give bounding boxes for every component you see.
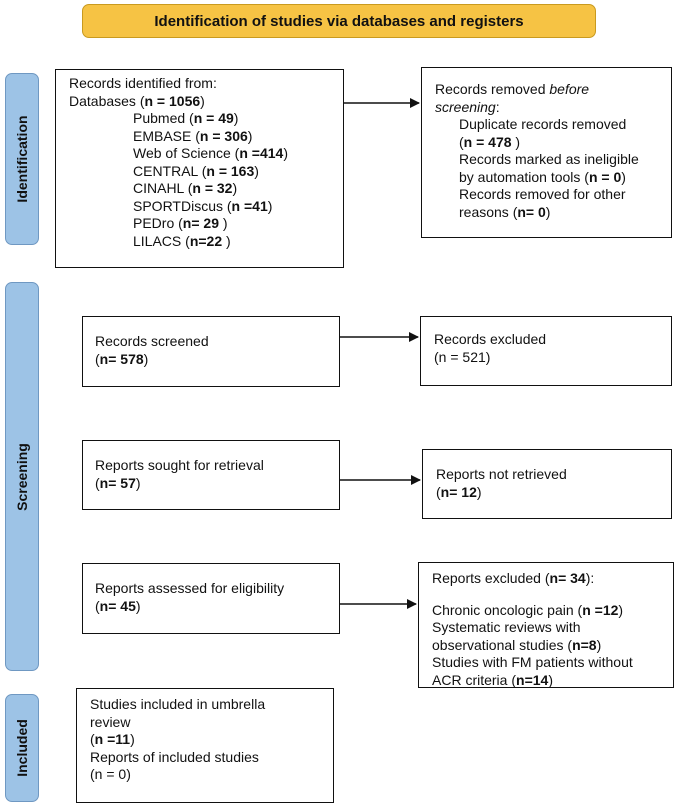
header-title: Identification of studies via databases …: [154, 12, 524, 30]
source-pubmed: Pubmed (n = 49): [133, 110, 239, 126]
reason-oncologic-pain: Chronic oncologic pain (n =12): [432, 601, 624, 618]
reports-not-retrieved-box: Reports not retrieved (n= 12): [422, 449, 672, 519]
phase-identification: Identification: [5, 73, 39, 245]
other-reasons-line-1: Records removed for other: [459, 186, 626, 202]
studies-included-line-1: Studies included in umbrella: [90, 696, 266, 712]
reason-fm-patients-1: Studies with FM patients without: [432, 654, 633, 670]
reports-sought-label: Reports sought for retrieval: [95, 457, 264, 473]
source-lilacs: LILACS (n=22 ): [133, 232, 231, 249]
phase-included-label: Included: [14, 719, 30, 777]
records-identified-box: Records identified from: Databases (n = …: [55, 69, 344, 268]
reports-assessed-label: Reports assessed for eligibility: [95, 580, 285, 596]
reports-sought-count: (n= 57): [95, 474, 141, 491]
records-identified-intro: Records identified from:: [69, 75, 217, 91]
reports-not-retrieved-label: Reports not retrieved: [436, 466, 567, 482]
reports-included-count: (n = 0): [90, 766, 131, 782]
phase-included: Included: [5, 694, 39, 802]
studies-included-line-2: review: [90, 713, 131, 730]
records-removed-title: Records removed before: [435, 81, 590, 97]
source-web-of-science: Web of Science (n =414): [133, 145, 289, 161]
records-removed-title-2: screening:: [435, 98, 500, 115]
source-sportdiscus: SPORTDiscus (n =41): [133, 197, 273, 214]
reports-excluded-box: Reports excluded (n= 34): Chronic oncolo…: [418, 562, 674, 688]
automation-line-2: by automation tools (n = 0): [459, 168, 626, 185]
records-excluded-count: (n = 521): [434, 348, 491, 365]
reports-included-label: Reports of included studies: [90, 748, 259, 765]
studies-included-box: Studies included in umbrella review (n =…: [76, 688, 334, 803]
phase-screening: Screening: [5, 282, 39, 671]
databases-line: Databases (n = 1056): [69, 92, 205, 109]
reason-systematic-reviews-1: Systematic reviews with: [432, 619, 581, 635]
records-excluded-label: Records excluded: [434, 331, 547, 347]
source-central: CENTRAL (n = 163): [133, 162, 259, 179]
phase-identification-label: Identification: [14, 115, 30, 203]
header-banner: Identification of studies via databases …: [82, 4, 596, 38]
phase-screening-label: Screening: [14, 442, 30, 511]
records-excluded-box: Records excluded (n = 521): [420, 316, 672, 386]
reason-fm-patients-2: ACR criteria (n=14): [432, 671, 553, 688]
records-screened-box: Records screened (n= 578): [82, 316, 340, 387]
records-screened-count: (n= 578): [95, 350, 149, 367]
other-reasons-line-2: reasons (n= 0): [459, 203, 551, 220]
source-embase: EMBASE (n = 306): [133, 127, 253, 144]
automation-line-1: Records marked as ineligible: [459, 151, 639, 167]
reports-sought-box: Reports sought for retrieval (n= 57): [82, 440, 340, 510]
duplicate-records-count: (n = 478 ): [459, 133, 521, 150]
duplicate-records-label: Duplicate records removed: [459, 116, 627, 132]
source-pedro: PEDro (n= 29 ): [133, 215, 228, 231]
reports-assessed-box: Reports assessed for eligibility (n= 45): [82, 563, 340, 634]
reason-systematic-reviews-2: observational studies (n=8): [432, 636, 602, 653]
records-screened-label: Records screened: [95, 333, 209, 349]
reports-assessed-count: (n= 45): [95, 597, 141, 614]
records-removed-box: Records removed before screening: Duplic…: [421, 67, 672, 238]
reports-excluded-label: Reports excluded (n= 34):: [432, 570, 595, 586]
source-cinahl: CINAHL (n = 32): [133, 180, 238, 196]
studies-included-count: (n =11): [90, 731, 135, 747]
reports-not-retrieved-count: (n= 12): [436, 483, 482, 500]
